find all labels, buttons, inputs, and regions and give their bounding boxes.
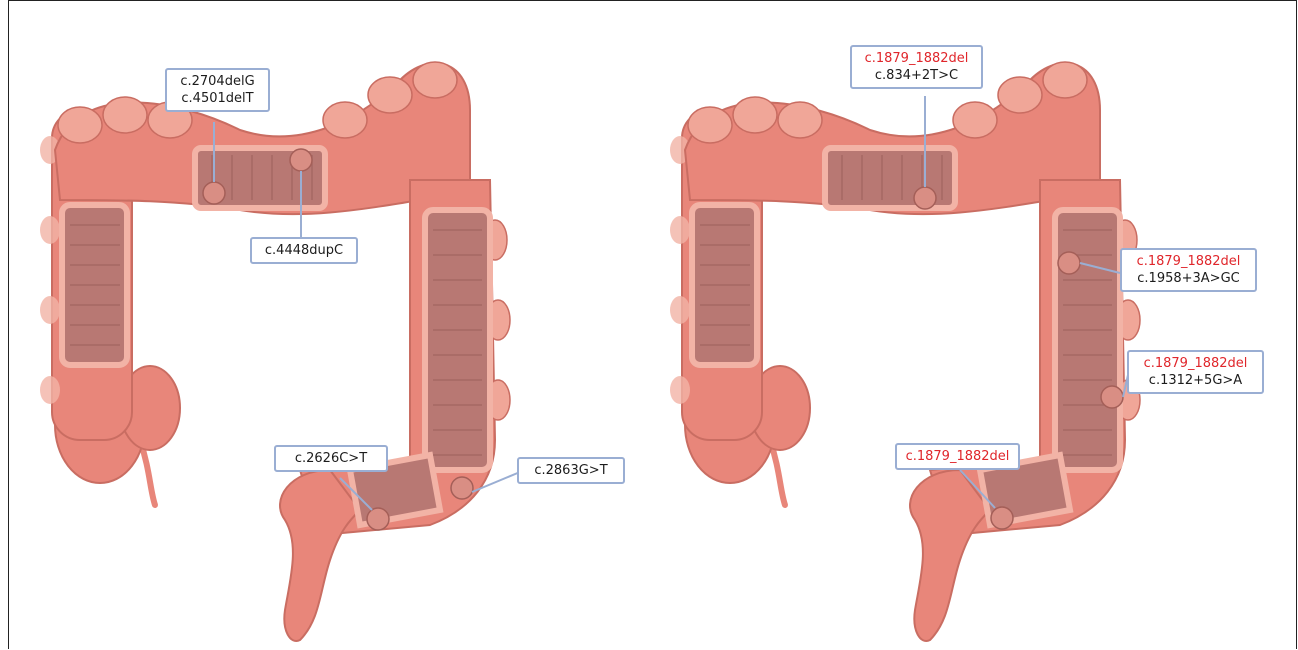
polyp-right-3 [1101,386,1123,408]
mutation-label: c.2863G>T [517,457,625,484]
polyp-left-2 [290,149,312,171]
mutation-label: c.2626C>T [274,445,388,472]
colon-right [670,62,1140,641]
polyp-left-1 [203,182,225,204]
mutation-label: c.1879_1882del c.1958+3A>GC [1120,248,1257,292]
mutation-label: c.1879_1882del [895,443,1020,470]
polyp-right-1 [914,187,936,209]
colon-left [40,62,510,641]
mutation-label: c.1879_1882del c.1312+5G>A [1127,350,1264,394]
polyp-right-2 [1058,252,1080,274]
polyp-left-3 [367,508,389,530]
mutation-label: c.1879_1882del c.834+2T>C [850,45,983,89]
mutation-label: c.2704delG c.4501delT [165,68,270,112]
polyp-right-4 [991,507,1013,529]
mutation-label: c.4448dupC [250,237,358,264]
polyp-left-4 [451,477,473,499]
